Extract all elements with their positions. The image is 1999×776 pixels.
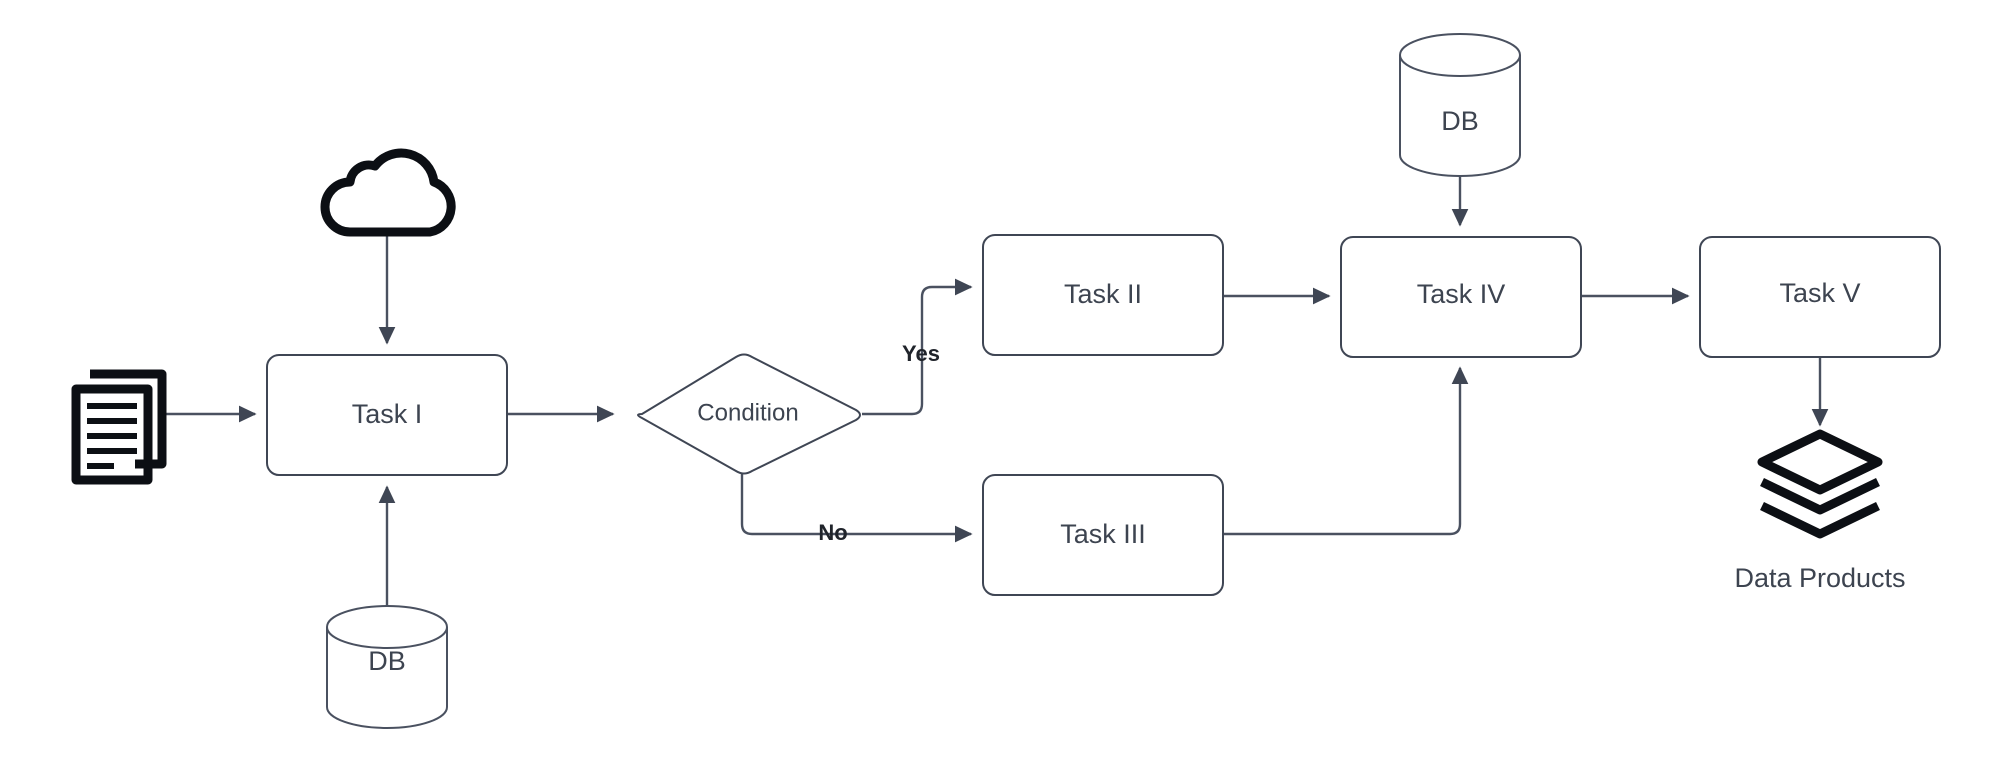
db-bottom-body[interactable] — [326, 627, 448, 729]
documents-icon — [71, 369, 167, 485]
node-condition[interactable]: Condition — [637, 353, 861, 475]
cloud-icon — [320, 148, 456, 237]
layers-stack-icon — [1757, 429, 1883, 539]
task5-box[interactable] — [1699, 236, 1941, 358]
edges-layer: Task II --> Task III --> — [163, 175, 1829, 607]
db-top-top-ellipse[interactable] — [1399, 33, 1521, 77]
node-task1[interactable]: Task I — [266, 354, 508, 476]
edge-condition-yes-to-task2 — [862, 278, 973, 416]
db-top-label: DB — [1441, 106, 1479, 136]
data-products-label: Data Products — [1734, 563, 1905, 593]
edge-task3-to-task4 — [1222, 366, 1469, 536]
condition-diamond[interactable] — [637, 353, 861, 475]
node-db-bottom[interactable]: DB — [326, 605, 448, 729]
node-task2[interactable]: Task II — [982, 234, 1224, 356]
node-task4[interactable]: Task IV — [1340, 236, 1582, 358]
task3-box[interactable] — [982, 474, 1224, 596]
edge-labels-layer: Yes No — [818, 341, 940, 545]
node-task5[interactable]: Task V — [1699, 236, 1941, 358]
edge-condition-no-to-task3 — [740, 471, 973, 543]
node-db-top[interactable]: DB — [1399, 33, 1521, 177]
task1-box[interactable] — [266, 354, 508, 476]
edge-label-no: No — [818, 520, 847, 545]
task2-label: Task II — [1064, 279, 1142, 309]
task2-box[interactable] — [982, 234, 1224, 356]
db-bottom-top-ellipse[interactable] — [326, 605, 448, 649]
task1-label: Task I — [352, 399, 423, 429]
task4-box[interactable] — [1340, 236, 1582, 358]
task5-label: Task V — [1779, 278, 1860, 308]
condition-label: Condition — [697, 399, 798, 426]
task3-label: Task III — [1060, 519, 1146, 549]
db-top-body[interactable] — [1399, 55, 1521, 177]
node-task3[interactable]: Task III — [982, 474, 1224, 596]
task4-label: Task IV — [1417, 279, 1506, 309]
db-bottom-label: DB — [368, 646, 406, 676]
edge-label-yes: Yes — [902, 341, 940, 366]
